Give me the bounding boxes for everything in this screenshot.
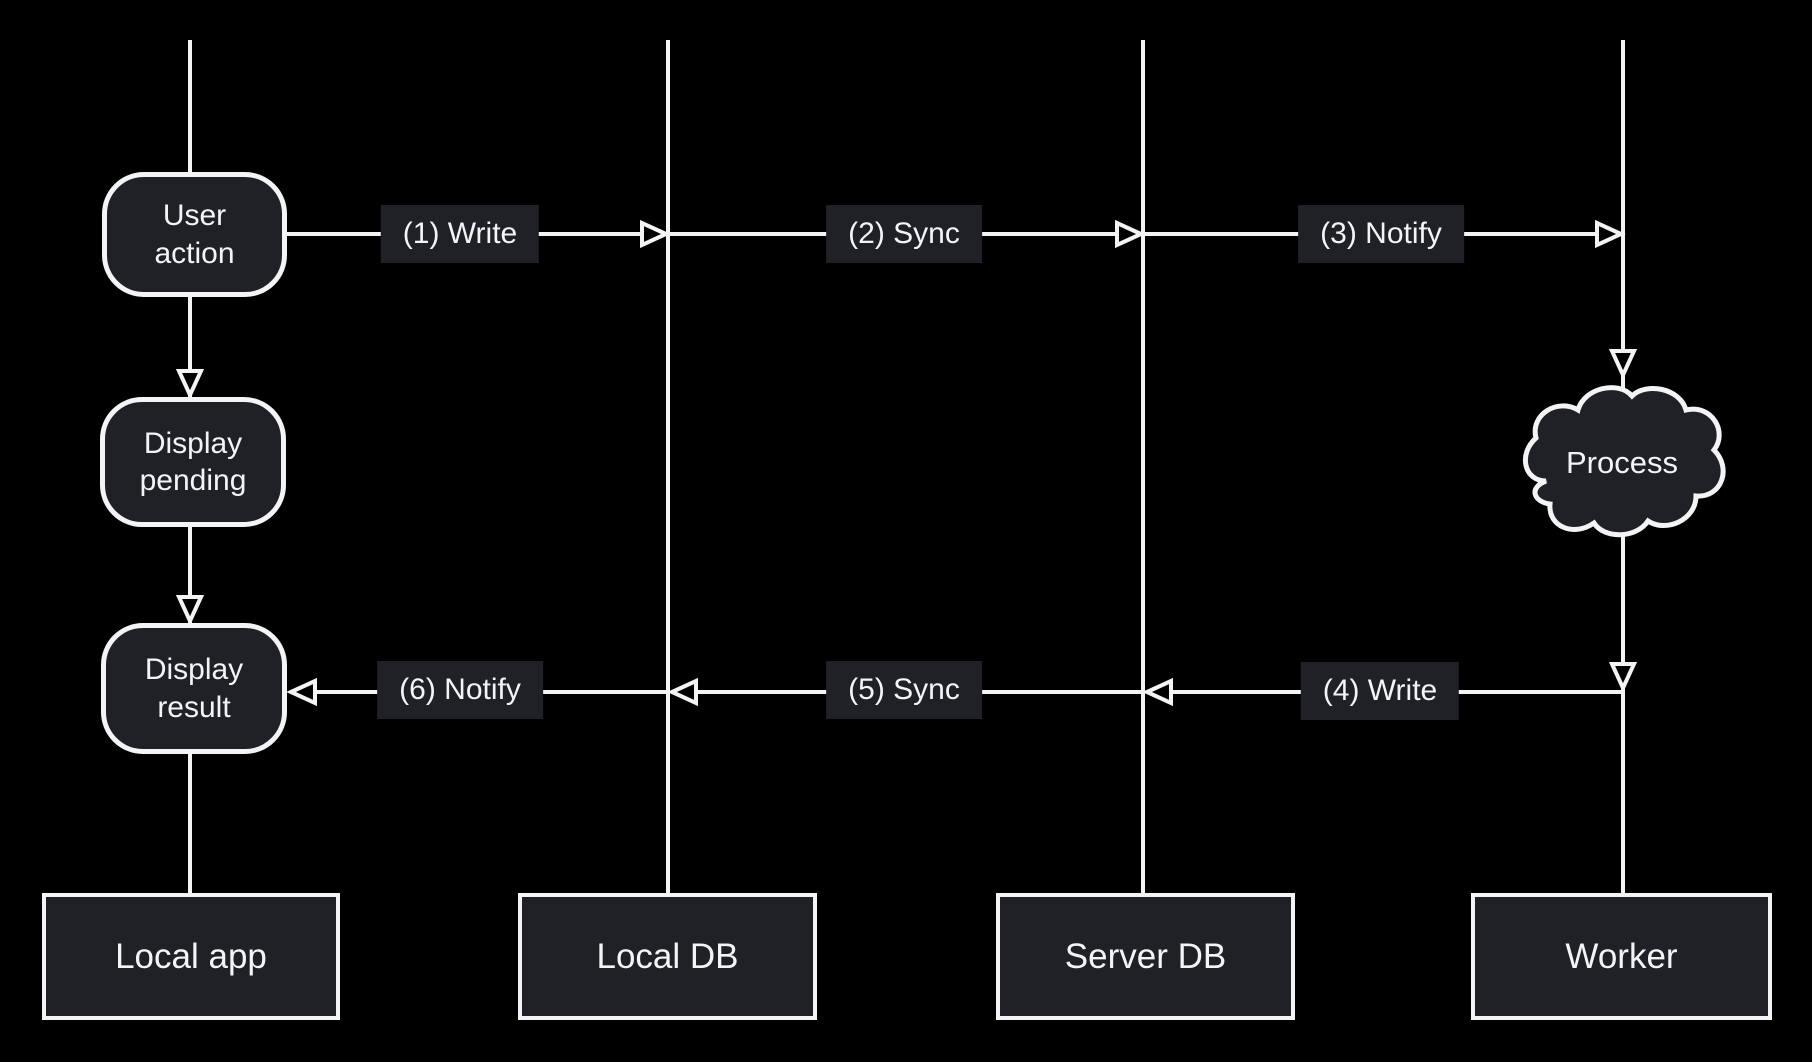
edge-6-arrowhead xyxy=(286,677,317,707)
lane-server-db-label: Server DB xyxy=(1064,936,1227,976)
node-display-pending: Display pending xyxy=(100,397,286,527)
lane-worker-label: Worker xyxy=(1565,936,1678,976)
lane-server-db: Server DB xyxy=(996,893,1295,1020)
state-flow-arrowhead-1 xyxy=(175,369,205,400)
edge-5-label: (5) Sync xyxy=(826,661,982,719)
state-flow-arrowhead-2 xyxy=(175,595,205,626)
lane-local-db: Local DB xyxy=(518,893,817,1020)
edge-4-label: (4) Write xyxy=(1300,662,1460,720)
edge-1-arrowhead xyxy=(640,219,671,249)
lane-worker: Worker xyxy=(1471,893,1772,1020)
process-cloud-shape xyxy=(1523,385,1726,538)
edge-6-label: (6) Notify xyxy=(377,661,543,719)
worker-flow-arrowhead-2 xyxy=(1608,662,1638,693)
node-process-label: Process xyxy=(1566,445,1678,480)
edge-2-arrowhead xyxy=(1115,219,1146,249)
edge-3-arrowhead xyxy=(1595,219,1626,249)
node-display-result: Display result xyxy=(101,623,287,754)
edge-1-label: (1) Write xyxy=(380,205,540,263)
lane-local-app: Local app xyxy=(42,893,340,1020)
edge-5-arrowhead xyxy=(667,677,698,707)
node-user-action-label: User action xyxy=(154,199,235,270)
lane-local-db-label: Local DB xyxy=(596,936,739,976)
node-user-action: User action xyxy=(102,172,287,297)
node-display-pending-label: Display pending xyxy=(139,426,247,498)
edge-2-label: (2) Sync xyxy=(826,205,982,263)
worker-flow-arrowhead-1 xyxy=(1608,349,1638,380)
edge-4-arrowhead xyxy=(1142,677,1173,707)
node-display-result-label: Display result xyxy=(144,653,244,724)
lane-local-app-label: Local app xyxy=(115,936,267,976)
edge-3-label: (3) Notify xyxy=(1298,205,1464,263)
